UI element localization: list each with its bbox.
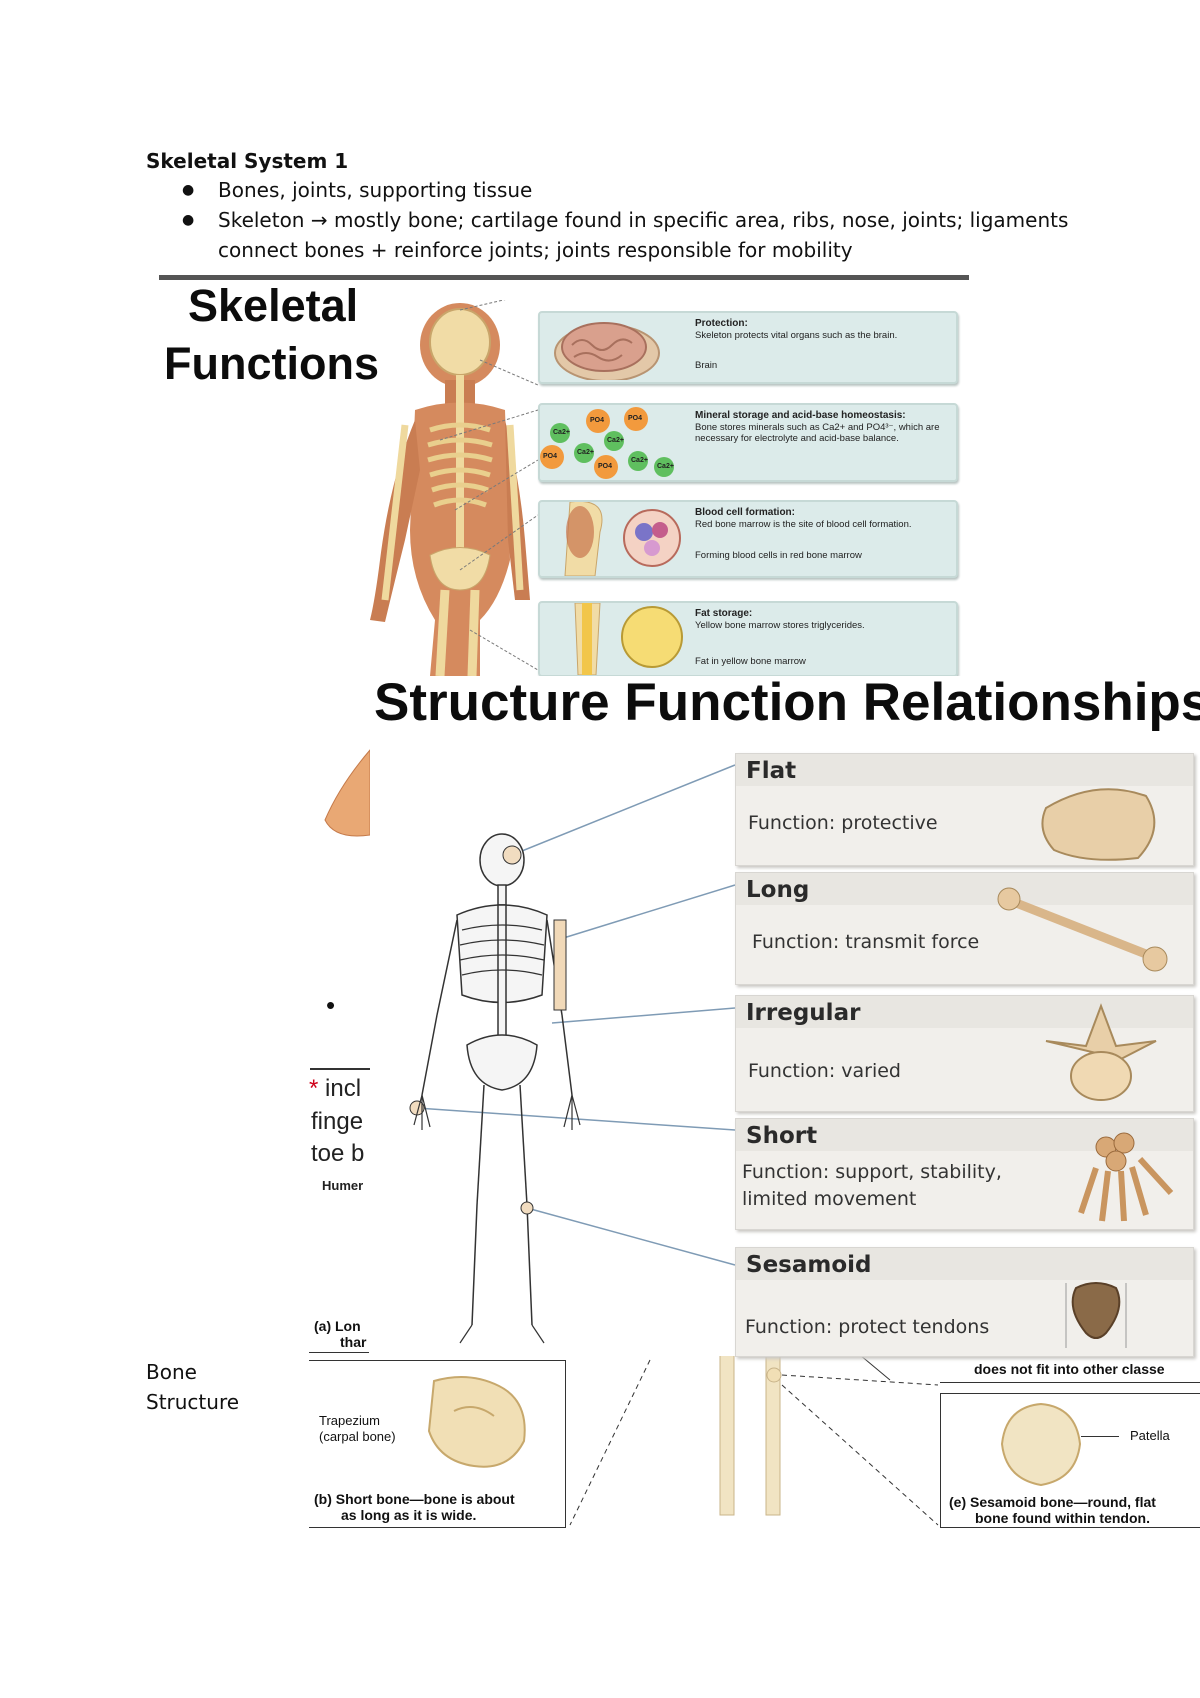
bone-structure-label: Structure [146, 1390, 240, 1414]
partial-caption: (a) Lon [314, 1318, 361, 1334]
skeleton-illustration [409, 764, 736, 1344]
bone-type-name: Short [746, 1123, 818, 1149]
bone-marrow-illustration [564, 502, 681, 576]
bone-card-flat: Flat Function: protective [735, 753, 1194, 866]
lower-leg-connector-illustration [569, 1355, 939, 1526]
divider [309, 1352, 369, 1353]
bone-card-short: Short Function: support, stability, limi… [735, 1118, 1194, 1230]
panel-text: Skeleton protects vital organs such as t… [695, 330, 898, 341]
partial-text: finge [311, 1108, 364, 1135]
brain-illustration [554, 322, 660, 380]
flat-bone-illustration [1041, 788, 1156, 861]
bone-type-name: Flat [746, 758, 797, 784]
sesamoid-caption: (e) Sesamoid bone—round, flat [949, 1494, 1156, 1510]
function-panel-fat-storage: Fat storage: Yellow bone marrow stores t… [538, 601, 958, 677]
divider [310, 1068, 370, 1070]
bone-card-irregular: Irregular Function: varied [735, 995, 1194, 1112]
bullet-item: Skeleton → mostly bone; cartilage found … [176, 205, 1076, 265]
partial-text-incl: incl [325, 1075, 362, 1102]
bone-function-text: Function: support, stability, limited mo… [742, 1161, 1002, 1210]
partial-label: Humer [322, 1178, 364, 1193]
long-bone-illustration [997, 887, 1168, 972]
figure-title-line1: Skeletal [188, 280, 359, 331]
panel-heading: Mineral storage and acid-base homeostasi… [695, 410, 906, 421]
bone-function-text: Function: varied [748, 1060, 901, 1082]
bullet-dot: • [326, 990, 336, 1020]
bone-card-long: Long Function: transmit force [735, 872, 1194, 985]
partial-foot-illustration [324, 748, 371, 837]
trapezium-label: Trapezium [319, 1413, 380, 1428]
bone-function-text: Function: protect tendons [745, 1316, 990, 1338]
mineral-ions-illustration [540, 407, 674, 479]
sesamoid-caption: bone found within tendon. [975, 1510, 1150, 1526]
sesamoid-bone-illustration [1065, 1282, 1127, 1348]
bone-function-text: Function: transmit force [752, 931, 980, 953]
partial-caption: thar [340, 1334, 367, 1350]
irregular-caption-box: does not fit into other classe [940, 1354, 1200, 1383]
bone-type-name: Sesamoid [746, 1252, 872, 1278]
short-bone-caption: (b) Short bone—bone is about [314, 1491, 515, 1507]
panel-callout: Fat in yellow bone marrow [695, 656, 806, 667]
ion-label: Ca2+ [657, 463, 674, 470]
ion-label: Ca2+ [577, 449, 594, 456]
human-body-illustration [370, 300, 539, 676]
ion-label: PO4 [628, 415, 643, 422]
panel-text: Yellow bone marrow stores triglycerides. [695, 620, 865, 631]
figure-title-line2: Functions [164, 338, 379, 389]
vertebra-illustration [1045, 1003, 1157, 1101]
card-header-bar [736, 754, 1193, 786]
sesamoid-figure: Patella (e) Sesamoid bone—round, flat bo… [940, 1393, 1200, 1528]
ion-label: PO4 [590, 417, 605, 424]
card-header-bar [736, 873, 1193, 905]
bone-type-name: Irregular [746, 1000, 861, 1026]
patella-illustration [1000, 1402, 1082, 1487]
function-panel-protection: Protection: Skeleton protects vital orga… [538, 311, 958, 384]
bullet-item: Bones, joints, supporting tissue [176, 175, 1076, 205]
horizontal-rule [159, 275, 969, 280]
panel-text: Bone stores minerals such as Ca2+ and PO… [695, 422, 940, 444]
ion-label: PO4 [598, 463, 613, 470]
panel-callout: Forming blood cells in red bone marrow [695, 550, 862, 561]
ion-label: Ca2+ [607, 437, 624, 444]
bone-type-name: Long [746, 877, 810, 903]
yellow-marrow-illustration [574, 603, 683, 675]
irregular-caption: does not fit into other classe [974, 1361, 1165, 1377]
bone-card-sesamoid: Sesamoid Function: protect tendons [735, 1247, 1194, 1357]
leader-line [1081, 1436, 1119, 1437]
short-bone-figure: Trapezium (carpal bone) (b) Short bone—b… [309, 1360, 566, 1528]
panel-callout: Brain [695, 360, 718, 371]
partial-text: toe b [311, 1140, 365, 1167]
panel-text: Red bone marrow is the site of blood cel… [695, 519, 912, 530]
ion-label: Ca2+ [553, 429, 570, 436]
card-header-bar [736, 1248, 1193, 1280]
trapezium-bone-illustration [427, 1376, 526, 1468]
ion-label: PO4 [543, 453, 558, 460]
hand-bones-illustration [1078, 1132, 1174, 1222]
partial-text: * incl [309, 1075, 362, 1102]
panel-heading: Protection: [695, 318, 748, 329]
card-header-bar [736, 996, 1193, 1028]
function-panel-minerals: PO4 PO4 Ca2+ Ca2+ PO4 Ca2+ PO4 Ca2+ Ca2+… [538, 403, 958, 482]
figure-title: Structure Function Relationships [374, 673, 1200, 732]
trapezium-label: (carpal bone) [319, 1429, 396, 1444]
short-bone-caption: as long as it is wide. [341, 1507, 477, 1523]
function-panel-blood-cells: Blood cell formation: Red bone marrow is… [538, 500, 958, 578]
page-heading: Skeletal System 1 [146, 149, 349, 173]
patella-label: Patella [1130, 1428, 1170, 1443]
bone-function-text: Function: protective [748, 812, 938, 834]
panel-heading: Blood cell formation: [695, 507, 795, 518]
bullet-list: Bones, joints, supporting tissue Skeleto… [176, 175, 1076, 265]
panel-heading: Fat storage: [695, 608, 753, 619]
bone-structure-label: Bone [146, 1360, 197, 1384]
ion-label: Ca2+ [631, 457, 648, 464]
